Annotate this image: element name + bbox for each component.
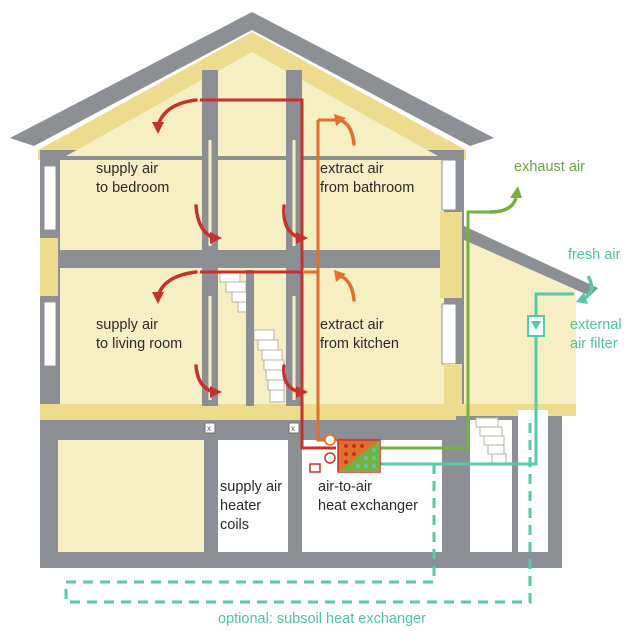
- right-window-lower: [441, 303, 457, 365]
- label-supply-living: supply air to living room: [96, 317, 183, 352]
- label-subsoil: optional: subsoil heat exchanger: [218, 611, 426, 627]
- annex-interior: [464, 240, 576, 410]
- label-exhaust-air: exhaust air: [514, 159, 585, 175]
- air-flow-arrows: [152, 98, 356, 398]
- svg-text:x: x: [207, 424, 211, 433]
- annex-stairs: [475, 417, 507, 464]
- stair-wall: [246, 270, 254, 406]
- label-supply-bedroom: supply air to bedroom: [96, 161, 170, 196]
- supply-air-ducts: [200, 98, 336, 450]
- annex-structure: [456, 226, 598, 568]
- annex-roof: [464, 226, 598, 296]
- exhaust-arrowhead: [510, 186, 522, 198]
- exhaust-air-duct: [378, 197, 518, 450]
- right-window-upper: [441, 159, 457, 211]
- right-lower-insulation: [444, 364, 462, 406]
- left-wall-insulation: [40, 238, 58, 296]
- right-wall-insulation: [440, 212, 462, 298]
- basement-room-1: [58, 440, 204, 552]
- label-heater-coils: supply air heater coils: [220, 479, 283, 533]
- label-fresh-air: fresh air: [568, 247, 621, 263]
- extract-fan-icon: [324, 434, 336, 446]
- label-heat-exchanger: air-to-air heat exchanger: [318, 479, 418, 514]
- upper-floor-slab: [56, 250, 448, 266]
- label-external-filter: external air filter: [570, 317, 622, 352]
- label-extract-kitchen: extract air from kitchen: [320, 317, 399, 352]
- svg-text:x: x: [291, 424, 295, 433]
- heat-exchanger-unit: [309, 434, 381, 473]
- basement-floor: [40, 552, 464, 568]
- main-roof: [10, 12, 494, 146]
- upper-floor-interior: [60, 160, 444, 252]
- label-extract-bathroom: extract air from bathroom: [320, 161, 415, 196]
- left-window-upper: [43, 165, 57, 231]
- annex-lower-room-2: [518, 410, 548, 552]
- left-window-lower: [43, 301, 57, 367]
- basement-room-2: [218, 440, 288, 552]
- fresh-air-arrowhead: [576, 292, 588, 304]
- subsoil-loop: [64, 416, 532, 604]
- ground-floor-slab-edge: [40, 420, 464, 436]
- ground-floor-slab: [40, 404, 464, 422]
- supply-fan-icon: [324, 452, 336, 464]
